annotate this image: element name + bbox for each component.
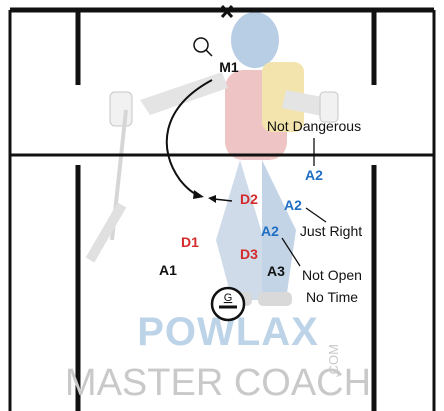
player-d3: D3: [240, 246, 258, 262]
goalie-crease: G: [212, 288, 244, 320]
player-a2-top: A2: [305, 167, 323, 183]
player-a2-mid: A2: [284, 197, 302, 213]
player-d1: D1: [181, 234, 199, 250]
goalie-label: G: [224, 292, 233, 304]
annotation-not-open: Not Open: [302, 267, 362, 283]
annotation-not-dangerous: Not Dangerous: [267, 118, 361, 134]
ball-marker: [194, 38, 212, 56]
annotation-no-time: No Time: [306, 289, 358, 305]
player-a1: A1: [159, 262, 177, 278]
player-d2: D2: [240, 191, 258, 207]
player-m1: M1: [219, 59, 239, 75]
background-player-figure: [90, 12, 338, 306]
watermark: POWLAX MASTER COACH .COM: [65, 310, 371, 404]
annotation-just-right: Just Right: [300, 223, 362, 239]
player-a2-low: A2: [261, 223, 279, 239]
player-a3: A3: [267, 263, 285, 279]
watermark-suffix: .COM: [326, 344, 341, 378]
